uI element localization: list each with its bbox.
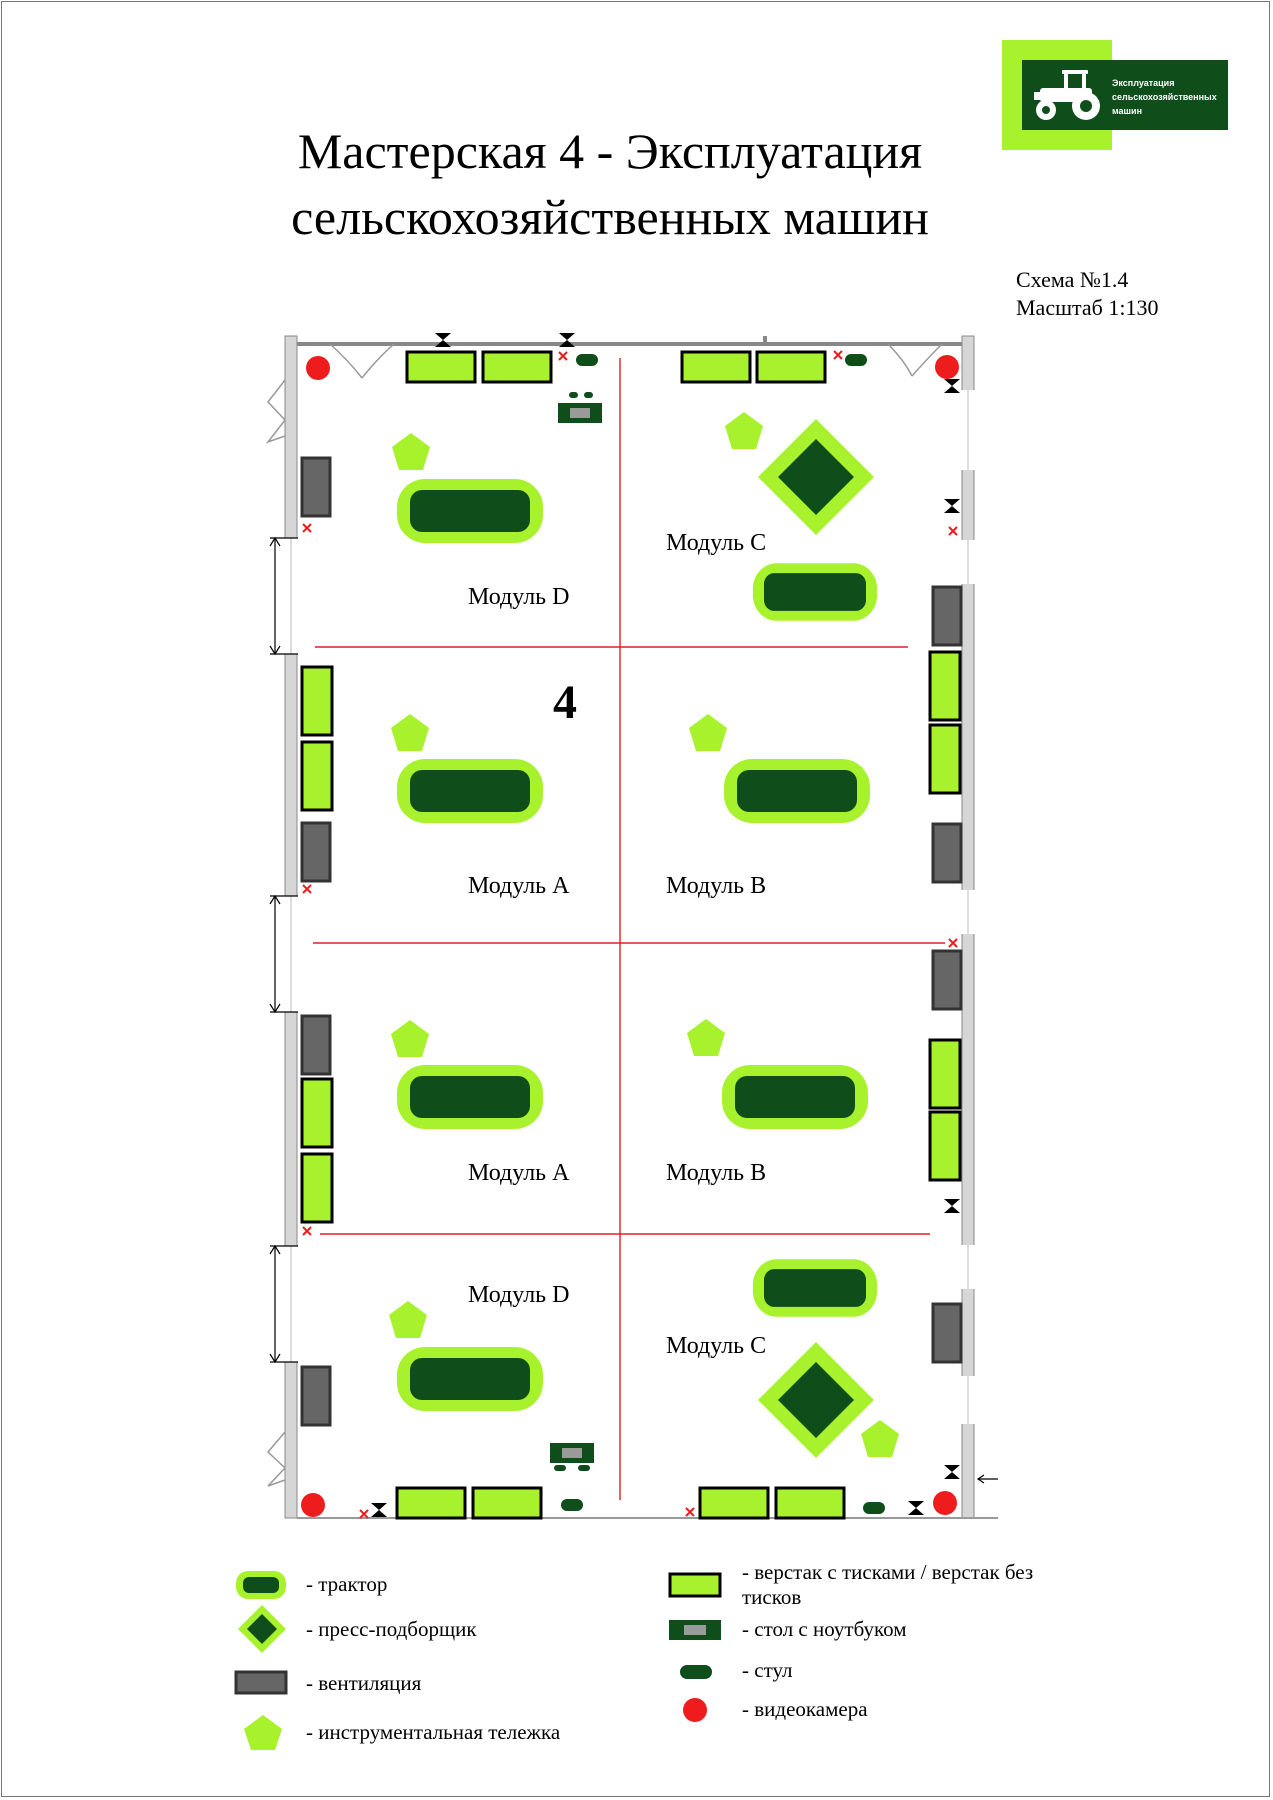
workbench-top-1: [405, 350, 477, 384]
legend-baler: - пресс-подборщик: [306, 1617, 477, 1641]
workbench-left-1: [300, 665, 334, 737]
tool-cart-3: [391, 714, 429, 751]
workbench-bottom-2: [471, 1486, 543, 1520]
workbench-top-2: [481, 350, 553, 384]
title-line-1: Мастерская 4 - Эксплуатация: [297, 123, 923, 179]
ventilation-6: [931, 822, 963, 884]
ventilation-1: [300, 456, 332, 518]
tractor-bottom-left: [397, 1347, 543, 1411]
workbench-top-4: [755, 350, 827, 384]
module-label-upper-mid-right: Модуль B: [666, 873, 766, 899]
legend-chair-icon: [680, 1665, 712, 1679]
logo-caption: Эксплуатация сельскохозяйственных машин: [1112, 76, 1227, 118]
camera-top-right: [935, 355, 959, 379]
workbench-top-3: [680, 350, 752, 384]
chair-2: [845, 354, 867, 366]
tool-cart-5: [391, 1020, 429, 1057]
workbench-left-2: [300, 740, 334, 812]
tool-cart-1: [392, 433, 430, 470]
tool-cart-7: [389, 1301, 427, 1338]
legend-tool-cart: - инструментальная тележка: [306, 1720, 561, 1744]
module-label-top-left: Модуль D: [468, 584, 569, 610]
tractor-upper-mid-right: [724, 759, 870, 823]
workbench-right-1: [928, 650, 962, 722]
chair-4: [863, 1502, 885, 1514]
workbench-right-3: [928, 1038, 962, 1110]
chair-1: [576, 354, 598, 366]
ventilation-3: [300, 1014, 332, 1076]
tractor-lower-mid-right: [722, 1065, 868, 1129]
module-dividers: [313, 358, 945, 1500]
legend-camera-icon: [683, 1698, 707, 1722]
module-label-upper-mid-left: Модуль A: [468, 873, 570, 899]
legend-cart-icon: [244, 1715, 282, 1750]
laptop-table-top: [558, 392, 602, 423]
doors: [265, 336, 943, 1487]
tractor-top-left: [397, 479, 543, 543]
workbench-bottom-1: [395, 1486, 467, 1520]
legend-ventilation: - вентиляция: [306, 1671, 422, 1695]
legend-laptop-table-icon: [669, 1620, 721, 1640]
workbench-left-3: [300, 1077, 334, 1149]
walls: [284, 335, 998, 1519]
legend-laptop-table: - стол с ноутбуком: [742, 1617, 907, 1641]
workshop-number: 4: [553, 676, 577, 729]
schema-info: Схема №1.4 Масштаб 1:130: [1016, 266, 1158, 322]
workbench-right-2: [928, 723, 962, 795]
legend-tractor: - трактор: [306, 1572, 388, 1596]
legend-camera: - видеокамера: [742, 1697, 868, 1721]
workbench-left-4: [300, 1152, 334, 1224]
chair-3: [561, 1499, 583, 1511]
title-line-2: сельскохозяйственных машин: [291, 189, 929, 245]
camera-bottom-left: [301, 1493, 325, 1517]
legend-symbols: [234, 1571, 722, 1750]
ventilation-7: [931, 949, 963, 1011]
legend-workbench-icon: [668, 1572, 722, 1598]
module-label-bottom-left: Модуль D: [468, 1282, 569, 1308]
legend-ventilation-icon: [234, 1670, 288, 1695]
module-label-bottom-right: Модуль C: [666, 1333, 766, 1359]
legend-tractor-icon: [236, 1571, 286, 1599]
legend-workbench: - верстак с тисками / верстак без тисков: [742, 1560, 1034, 1609]
tool-cart-6: [687, 1019, 725, 1056]
camera-top-left: [306, 356, 330, 380]
tractor-top-right: [752, 563, 878, 621]
logo-line-3: машин: [1112, 106, 1143, 116]
tractor-icon: [1034, 70, 1100, 120]
schema-number: Схема №1.4: [1016, 267, 1129, 292]
ventilation-5: [931, 585, 963, 647]
tool-cart-8: [861, 1420, 899, 1457]
module-label-top-right: Модуль C: [666, 530, 766, 556]
tractor-upper-mid-left: [397, 759, 543, 823]
logo-line-1: Эксплуатация: [1112, 78, 1175, 88]
baler-bottom: [758, 1342, 874, 1458]
tool-cart-4: [689, 714, 727, 751]
module-label-lower-mid-right: Модуль B: [666, 1160, 766, 1186]
workbench-right-4: [928, 1110, 962, 1182]
logo-line-2: сельскохозяйственных: [1112, 92, 1217, 102]
tractor-lower-mid-left: [397, 1065, 543, 1129]
workbench-bottom-3: [698, 1486, 770, 1520]
ventilation-2: [300, 821, 332, 883]
legend-chair: - стул: [742, 1658, 793, 1682]
page-title: Мастерская 4 - Эксплуатация сельскохозяй…: [250, 118, 970, 250]
baler-top: [758, 419, 874, 535]
tractor-bottom-right: [752, 1259, 878, 1317]
ventilation-4: [300, 1365, 332, 1427]
ventilation-8: [931, 1302, 963, 1364]
legend-baler-icon: [238, 1605, 286, 1653]
tool-cart-2: [725, 412, 763, 449]
dimension-marks: [269, 536, 998, 1484]
camera-bottom-right: [933, 1491, 957, 1515]
laptop-table-bottom: [550, 1443, 594, 1471]
schema-scale: Масштаб 1:130: [1016, 295, 1159, 320]
workbench-bottom-4: [774, 1486, 846, 1520]
module-label-lower-mid-left: Модуль A: [468, 1160, 570, 1186]
